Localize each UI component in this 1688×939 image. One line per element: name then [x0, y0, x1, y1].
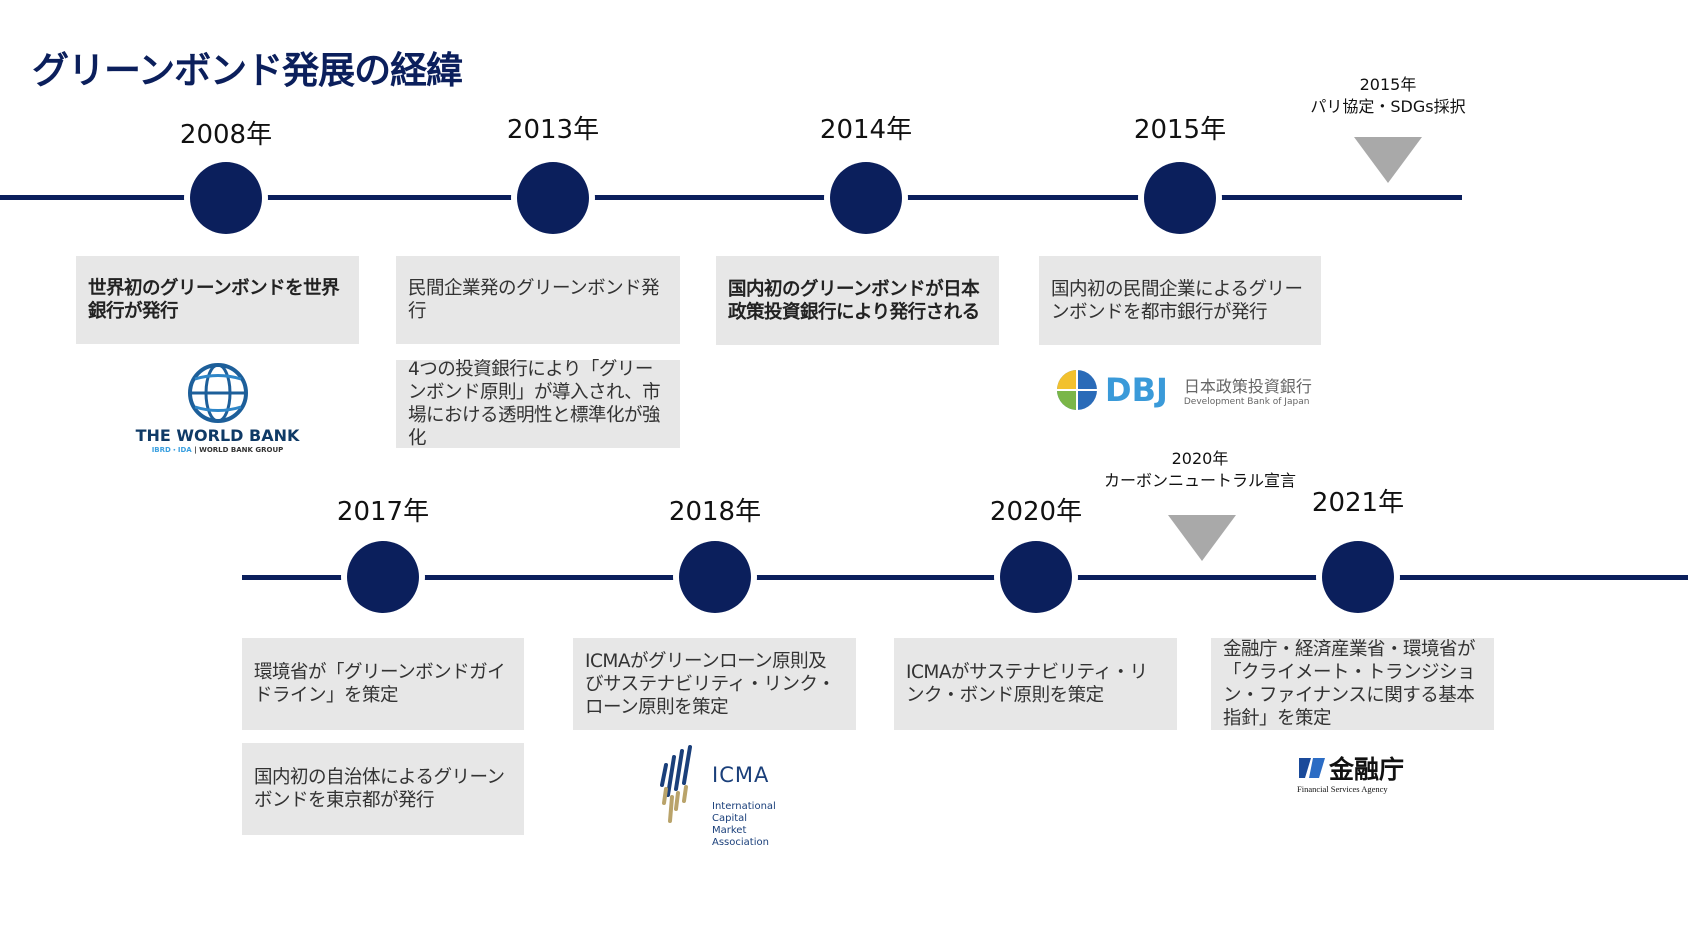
dbj-jp-name: 日本政策投資銀行 — [1183, 377, 1312, 396]
year-label: 2014年 — [819, 115, 913, 145]
event-box: 国内初のグリーンボンドが日本政策投資銀行により発行される — [716, 256, 999, 345]
world-bank-sub1: IBRD・IDA — [151, 446, 192, 454]
icma-line: Capital — [712, 813, 748, 824]
event-box: 金融庁・経済産業省・環境省が「クライメート・トランジション・ファイナンスに関する… — [1211, 638, 1494, 730]
dbj-globe-icon — [1057, 370, 1097, 410]
year-label: 2013年 — [506, 115, 600, 145]
event-box: 環境省が「グリーンボンドガイドライン」を策定 — [242, 638, 524, 730]
timeline-line-top — [0, 195, 1462, 200]
event-box: 4つの投資銀行により「グリーンボンド原則」が導入され、市場における透明性と標準化… — [396, 359, 680, 449]
year-label: 2021年 — [1311, 488, 1405, 518]
dbj-en-name: Development Bank of Japan — [1183, 397, 1310, 407]
year-label: 2018年 — [668, 497, 762, 527]
icma-line: Market — [712, 825, 747, 836]
marker-year: 2020年 — [1171, 449, 1229, 468]
year-label: 2008年 — [179, 120, 273, 150]
milestone-dot-2018 — [679, 541, 751, 613]
fsa-mark-icon — [1299, 758, 1325, 778]
milestone-dot-2014 — [830, 162, 902, 234]
year-label: 2020年 — [989, 497, 1083, 527]
year-label: 2015年 — [1133, 115, 1227, 145]
icma-stripes-icon — [660, 745, 692, 823]
year-label: 2017年 — [336, 497, 430, 527]
icma-line: Association — [712, 837, 769, 848]
event-box: 民間企業発のグリーンボンド発行 — [396, 256, 680, 344]
globe-icon — [187, 363, 248, 423]
milestone-dot-2015 — [1144, 162, 1216, 234]
event-box: 世界初のグリーンボンドを世界銀行が発行 — [76, 256, 359, 344]
fsa-logo: 金融庁 Financial Services Agency — [1297, 750, 1417, 794]
timeline-line-bottom — [242, 575, 1688, 580]
milestone-dot-2013 — [517, 162, 589, 234]
dbj-logo: DBJ 日本政策投資銀行 Development Bank of Japan — [1055, 368, 1315, 412]
marker-text: パリ協定・SDGs採択 — [1310, 97, 1466, 116]
fsa-name: 金融庁 — [1329, 755, 1405, 784]
icma-logo: ICMA International Capital Market Associ… — [658, 745, 788, 853]
event-box: ICMAがグリーンローン原則及びサステナビリティ・リンク・ローン原則を策定 — [573, 638, 856, 730]
world-bank-name: THE WORLD BANK — [135, 426, 300, 445]
icma-name: ICMA — [712, 763, 770, 787]
world-bank-logo: THE WORLD BANK IBRD・IDA | WORLD BANK GRO… — [130, 362, 305, 457]
marker-triangle-icon — [1168, 515, 1236, 561]
marker-triangle-icon — [1354, 137, 1422, 183]
milestone-dot-2008 — [190, 162, 262, 234]
world-bank-sub2: WORLD BANK GROUP — [199, 446, 284, 454]
event-box: 国内初の民間企業によるグリーンボンドを都市銀行が発行 — [1039, 256, 1321, 345]
dbj-name: DBJ — [1105, 371, 1168, 409]
marker-year: 2015年 — [1359, 75, 1417, 94]
event-box: ICMAがサステナビリティ・リンク・ボンド原則を策定 — [894, 638, 1177, 730]
milestone-dot-2020 — [1000, 541, 1072, 613]
marker-text: カーボンニュートラル宣言 — [1103, 471, 1296, 490]
milestone-dot-2017 — [347, 541, 419, 613]
icma-line: International — [712, 801, 776, 812]
fsa-en-name: Financial Services Agency — [1297, 784, 1388, 794]
page-title: グリーンボンド発展の経緯 — [32, 49, 463, 92]
event-box: 国内初の自治体によるグリーンボンドを東京都が発行 — [242, 743, 524, 835]
milestone-dot-2021 — [1322, 541, 1394, 613]
